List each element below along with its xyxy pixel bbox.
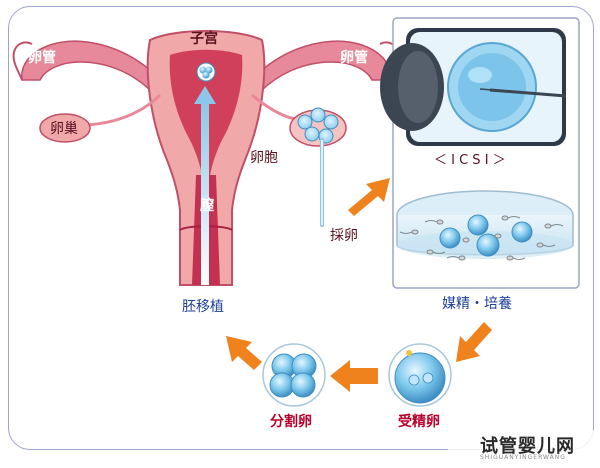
fertilized-egg-label: 受精卵 [398,414,440,430]
watermark-subtitle: SHIGUANYINGERWANG [480,454,566,461]
egg-retrieval-label: 採卵 [330,228,358,244]
insemination-culture-label: 媒精・培養 [442,296,512,312]
watermark-title: 试管婴儿网 [480,436,575,457]
process-arrows [226,178,492,392]
watermark-background [448,430,598,466]
uterus-label: 子宫 [190,31,218,47]
implanted-embryo [196,62,216,82]
fallopian-tube-right-label: 卵管 [340,50,368,66]
embryo-transfer-label: 胚移植 [182,299,224,315]
transfer-arrow [194,86,216,285]
oocyte-label: 卵胞 [250,150,278,166]
vagina-label: 膣 [200,198,214,214]
icsi-label: ＜ I C S I ＞ [434,153,506,168]
fallopian-tube-left-label: 卵管 [28,50,56,66]
ovary-label: 卵巢 [50,121,78,137]
cleavage-embryo [262,343,326,407]
lab-panel [380,17,580,289]
cleavage-embryo-label: 分割卵 [270,414,312,430]
fertilized-egg [388,343,452,407]
